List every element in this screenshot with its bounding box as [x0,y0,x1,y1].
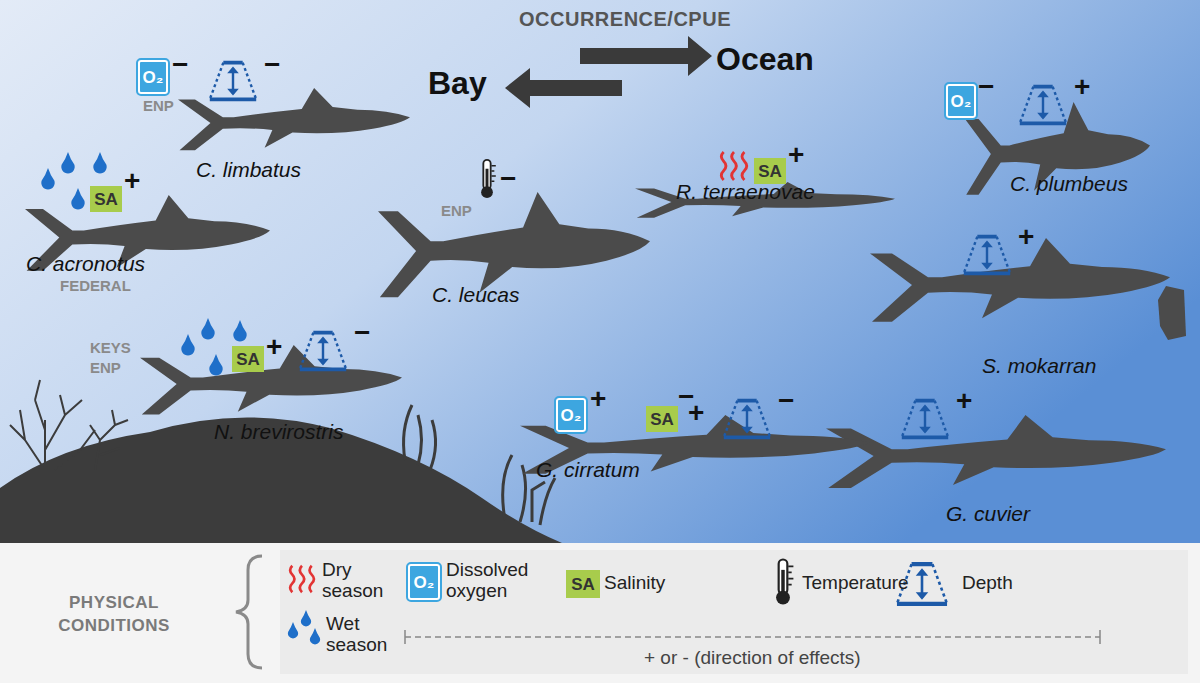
legend-heading: PHYSICAL CONDITIONS [14,592,214,638]
species-name: N. brevirostris [214,420,344,443]
region-tag: ENP [441,203,472,220]
effect-sign: − [778,386,794,417]
species-name: G. cuvier [946,502,1030,525]
droplet [93,152,106,174]
effect-sign: + [788,140,804,171]
effect-sign: − [172,50,188,81]
salinity-icon: SA [566,570,600,598]
oxygen-icon: O₂ [946,84,976,118]
effect-sign: + [124,166,140,197]
icon-text: O₂ [561,407,582,424]
droplet [310,628,320,644]
direction-label: Ocean [716,42,814,77]
effect-sign: + [1018,222,1034,253]
droplet [209,354,222,376]
region-tag: FEDERAL [60,278,131,295]
dry-season-icon [290,566,314,592]
legend-text: Temperature [802,573,932,594]
species-name: R. terraenovae [676,180,815,203]
droplet [301,610,311,626]
salinity-icon: SA [90,186,122,212]
effect-scale-ends [405,630,1100,644]
depth-icon [210,63,256,100]
oxygen-icon: O₂ [138,60,168,94]
effect-sign: + [688,398,704,429]
effect-sign: − [500,164,516,195]
droplet [201,318,214,340]
sea-background [0,0,1200,543]
icon-text: SA [758,163,782,180]
seagrass [404,405,555,525]
effect-scale-line [405,636,1100,638]
species-name: G. cirratum [536,458,640,481]
legend-text: Dry season [322,560,402,602]
effect-sign: + [956,386,972,417]
legend-text: Dissolved oxygen [446,560,556,602]
icon-text: SA [571,576,595,593]
depth-icon [724,401,770,438]
legend-text: Depth [962,573,1062,594]
species-name: C. limbatus [196,158,301,181]
salinity-icon: SA [646,406,678,432]
direction-label: Bay [428,66,487,101]
shark-cuvier [826,415,1166,488]
droplet [71,188,84,210]
effect-sign: + [1074,72,1090,103]
shark-leucas [378,192,650,297]
dry-season-icon [721,152,746,180]
icon-text: SA [236,351,260,368]
seabed [0,417,562,543]
effect-sign: + [590,384,606,415]
thermometer-icon [776,559,793,604]
droplet [41,168,54,190]
chart-title: OCCURRENCE/CPUE [425,8,825,30]
effect-sign: + [266,332,282,363]
species-name: C. leucas [432,283,520,306]
ocean-arrow [580,36,712,76]
depth-icon [902,401,948,438]
oxygen-icon: O₂ [556,398,586,432]
droplet [288,622,298,638]
depth-icon [1020,87,1066,124]
icon-text: SA [94,191,118,208]
depth-icon [300,333,346,370]
species-name: C. acronotus [26,252,145,275]
salinity-icon: SA [232,346,264,372]
icon-text: SA [650,411,674,428]
droplet [61,152,74,174]
icon-text: O₂ [414,574,435,591]
effect-sign: − [264,50,280,81]
legend-text: Salinity [604,573,724,594]
legend-text: Wet season [326,614,406,656]
effect-sign: − [978,72,994,103]
bay-arrow [505,68,622,108]
hammer-head [1158,286,1186,340]
depth-icon [964,237,1010,274]
droplet [181,334,194,356]
region-tag: ENP [90,360,121,377]
legend-panel [280,550,1188,674]
coral [10,380,128,490]
region-tag: KEYS [90,340,131,357]
thermometer-icon [481,160,496,198]
effect-sign: − [354,318,370,349]
brace [236,556,262,668]
droplet [233,320,246,342]
species-name: S. mokarran [982,354,1096,377]
shark-limbatus [178,88,410,150]
region-tag: ENP [143,98,174,115]
shark-plumbeus [965,102,1150,195]
icon-text: O₂ [143,69,164,86]
oxygen-icon: O₂ [408,564,440,600]
species-name: C. plumbeus [1010,172,1128,195]
icon-text: O₂ [951,93,972,110]
effect-note: + or - (direction of effects) [644,648,861,669]
